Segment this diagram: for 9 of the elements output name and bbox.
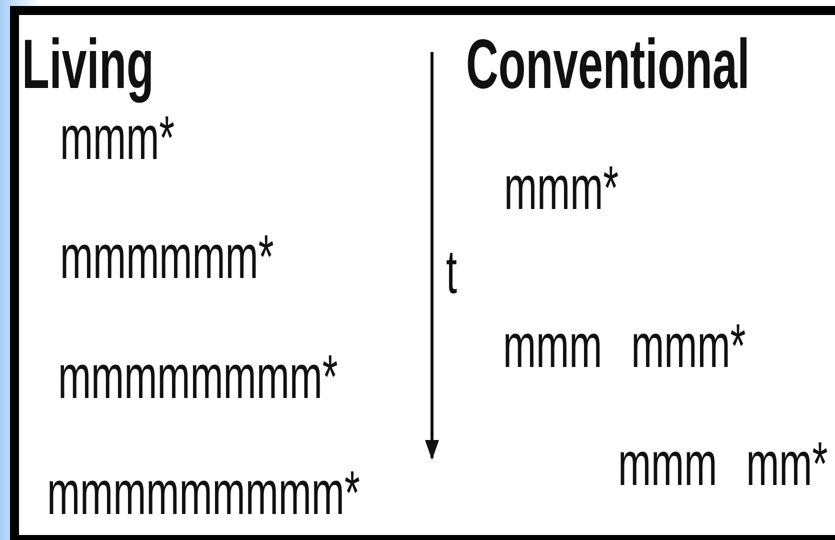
chain-text: mmm* xyxy=(504,158,619,220)
axis-label: t xyxy=(446,242,458,304)
chain-text: mmmmmmmmm* xyxy=(47,463,360,525)
chain-text: mmmmmmmm* xyxy=(58,347,338,409)
chain-text: mmm* xyxy=(60,108,175,170)
chain-text: mmm mm* xyxy=(618,434,828,496)
chain-text: mmmmmm* xyxy=(60,227,274,289)
heading: Conventional xyxy=(466,29,750,99)
chain-text: mmm mmm* xyxy=(503,316,746,378)
